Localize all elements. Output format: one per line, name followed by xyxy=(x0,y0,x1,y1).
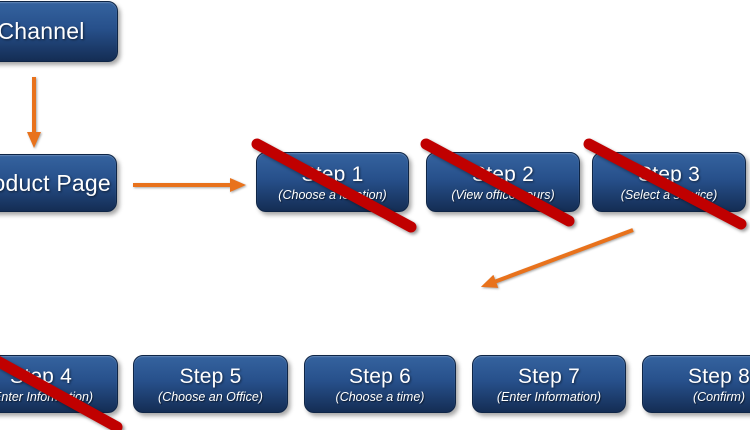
node-step-7-title: Step 7 xyxy=(518,364,580,388)
node-step-8-subtitle: (Confirm) xyxy=(692,389,746,404)
node-product-page-title: Product Page xyxy=(0,169,111,196)
node-product-page: Product Page xyxy=(0,154,117,212)
node-step-3-subtitle: (Select a service) xyxy=(620,187,718,202)
node-step-7-subtitle: (Enter Information) xyxy=(496,389,602,404)
node-step-5-title: Step 5 xyxy=(179,364,242,388)
node-step-3-title: Step 3 xyxy=(638,162,700,186)
node-step-1: Step 1 (Choose a location) xyxy=(256,152,409,212)
node-step-7: Step 7 (Enter Information) xyxy=(472,355,626,413)
node-step-6-subtitle: (Choose a time) xyxy=(335,389,425,404)
node-step-6-title: Step 6 xyxy=(349,364,411,388)
node-step-4: Step 4 (Enter Information) xyxy=(0,355,118,413)
node-step-2: Step 2 (View office hours) xyxy=(426,152,580,212)
node-step-6: Step 6 (Choose a time) xyxy=(304,355,456,413)
node-step-8: Step 8 (Confirm) xyxy=(642,355,750,413)
node-step-3: Step 3 (Select a service) xyxy=(592,152,746,212)
node-step-8-title: Step 8 xyxy=(688,364,750,388)
node-step-4-subtitle: (Enter Information) xyxy=(0,389,94,404)
node-step-5: Step 5 (Choose an Office) xyxy=(133,355,288,413)
arrow-step-3-to-bottom-row-icon xyxy=(480,228,634,288)
node-step-2-subtitle: (View office hours) xyxy=(451,187,555,202)
node-channel-title: Channel xyxy=(0,18,85,44)
node-step-2-title: Step 2 xyxy=(472,162,534,186)
node-step-1-subtitle: (Choose a location) xyxy=(278,187,387,202)
node-step-4-title: Step 4 xyxy=(10,364,72,388)
node-channel: Channel xyxy=(0,1,118,62)
node-step-5-subtitle: (Choose an Office) xyxy=(158,389,263,404)
node-step-1-title: Step 1 xyxy=(301,162,364,186)
